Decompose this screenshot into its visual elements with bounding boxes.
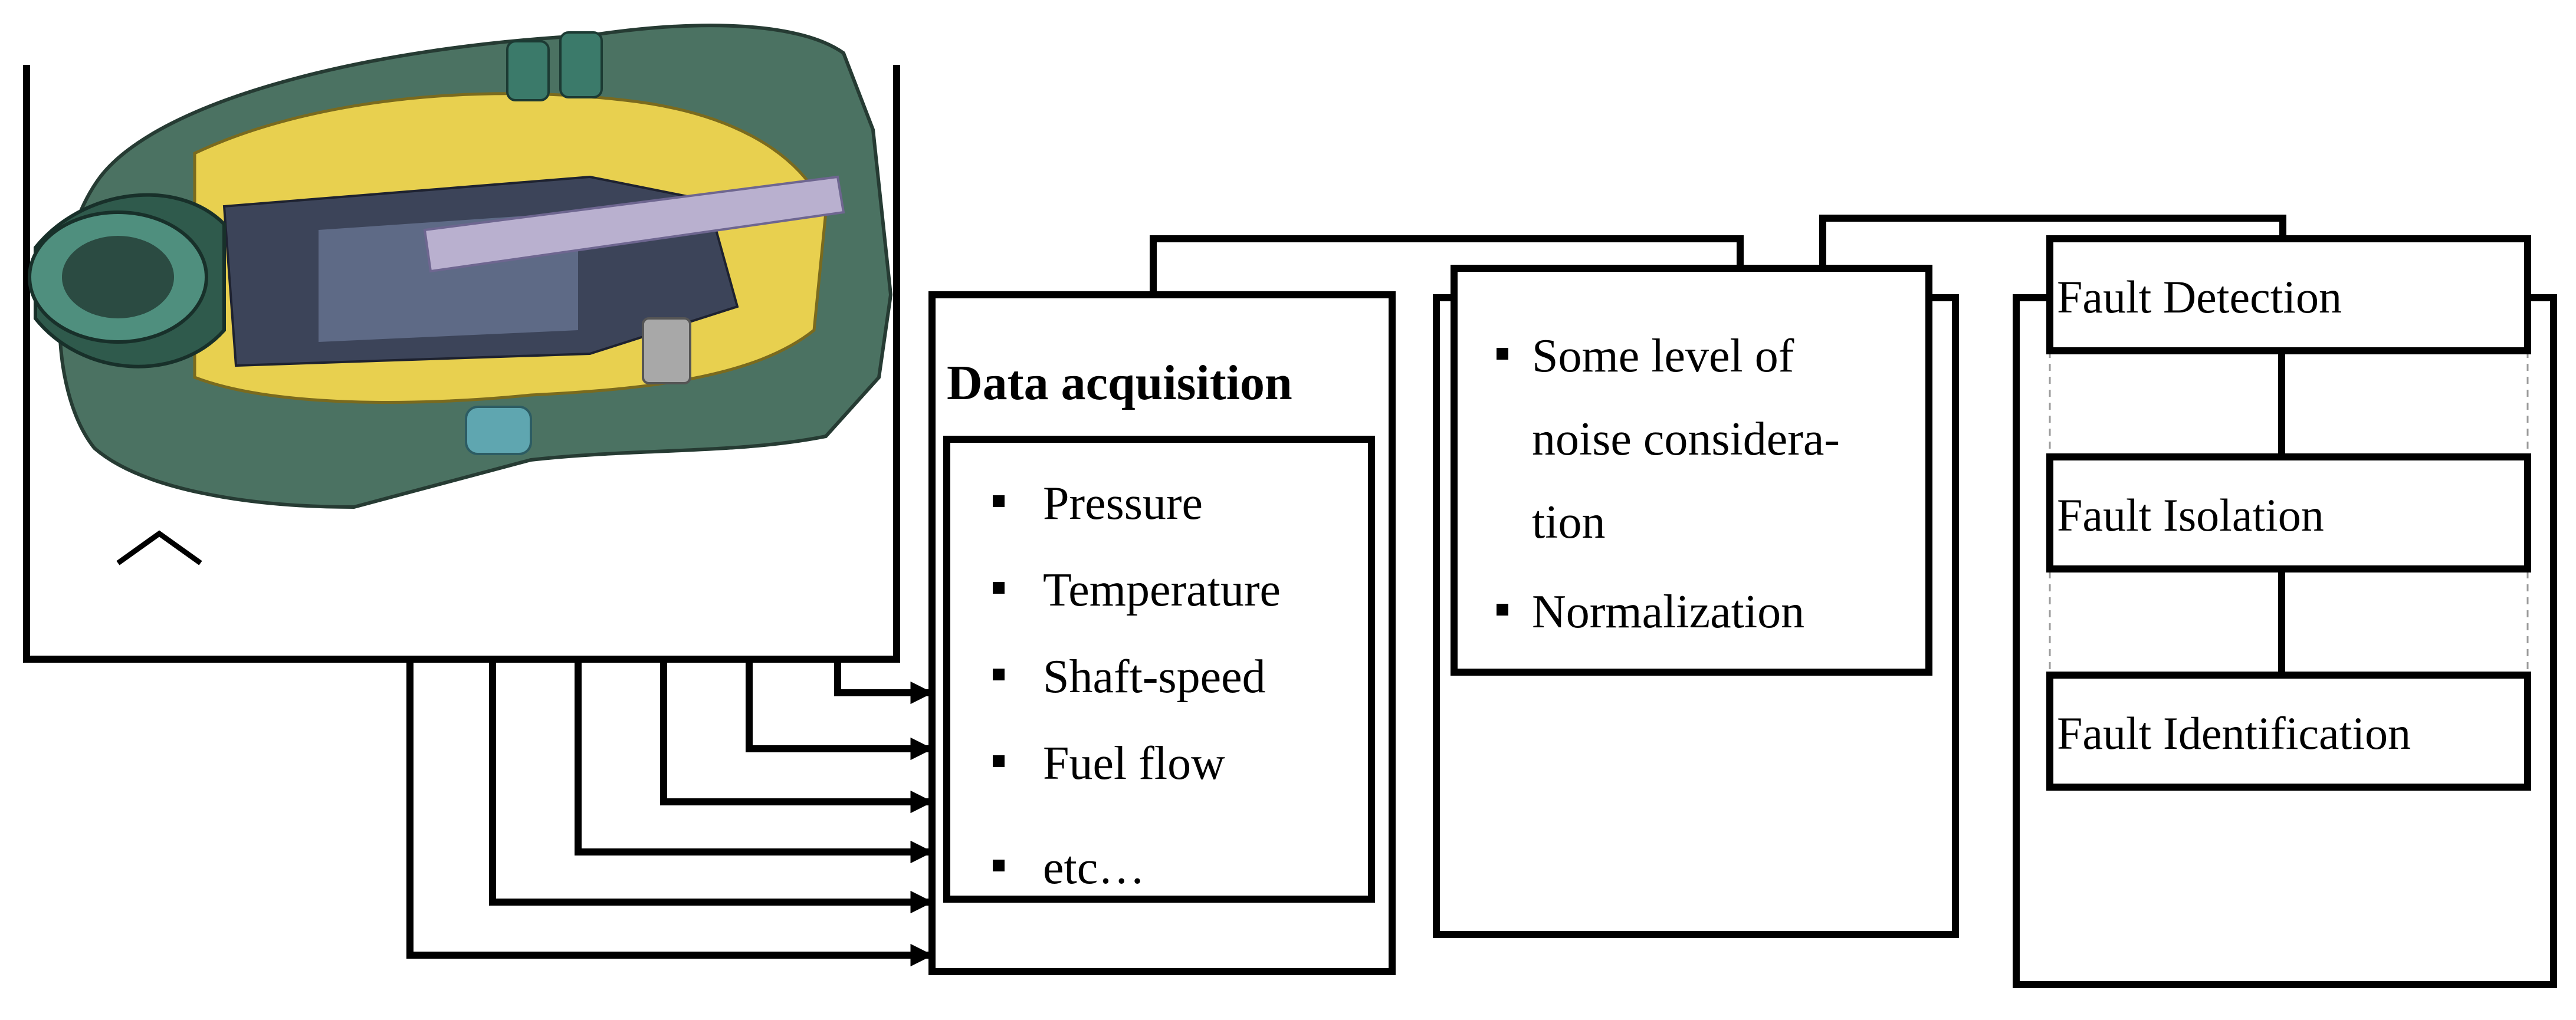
preprocessing-text: noise considera- xyxy=(1532,413,1840,465)
sensor-connectors xyxy=(406,659,933,967)
preprocessing-folder-tab xyxy=(1819,215,2286,268)
gas-turbine-engine-icon xyxy=(28,24,893,509)
connector-arrow xyxy=(406,659,933,967)
connector-arrow xyxy=(660,659,933,814)
connector-arrow xyxy=(575,659,933,864)
fault-identification-label: Fault Identification xyxy=(2057,708,2411,759)
preprocessing-text: Some level of xyxy=(1532,330,1794,382)
preprocessing-text: tion xyxy=(1532,496,1605,548)
preprocessing-panel: Some level of noise considera- tion Norm… xyxy=(1433,265,1959,938)
fault-identification-box xyxy=(2046,672,2531,791)
chevron-up-icon xyxy=(116,530,202,565)
fault-isolation-label: Fault Isolation xyxy=(2057,489,2324,541)
list-item: etc… xyxy=(1043,842,1145,894)
list-item: Temperature xyxy=(1043,564,1281,616)
preprocessing-text: Normalization xyxy=(1532,586,1804,638)
data-acquisition-title: Data acquisition xyxy=(947,356,1292,410)
list-item: Pressure xyxy=(1043,478,1203,529)
fault-detection-box xyxy=(2046,235,2531,354)
connector-arrow xyxy=(834,659,933,705)
fdi-panel: Fault Detection Fault Isolation Fault Id… xyxy=(2013,235,2557,988)
acquisition-folder-tab xyxy=(1150,235,1744,295)
list-item: Shaft-speed xyxy=(1043,651,1266,703)
engine-image-panel xyxy=(23,24,900,663)
data-acquisition-panel: Data acquisition Pressure Temperature Sh… xyxy=(928,291,1396,975)
connector-arrow xyxy=(489,659,933,914)
connector-arrow xyxy=(746,659,933,761)
fault-isolation-box xyxy=(2046,453,2531,572)
fault-detection-label: Fault Detection xyxy=(2057,271,2342,323)
list-item: Fuel flow xyxy=(1043,738,1225,789)
